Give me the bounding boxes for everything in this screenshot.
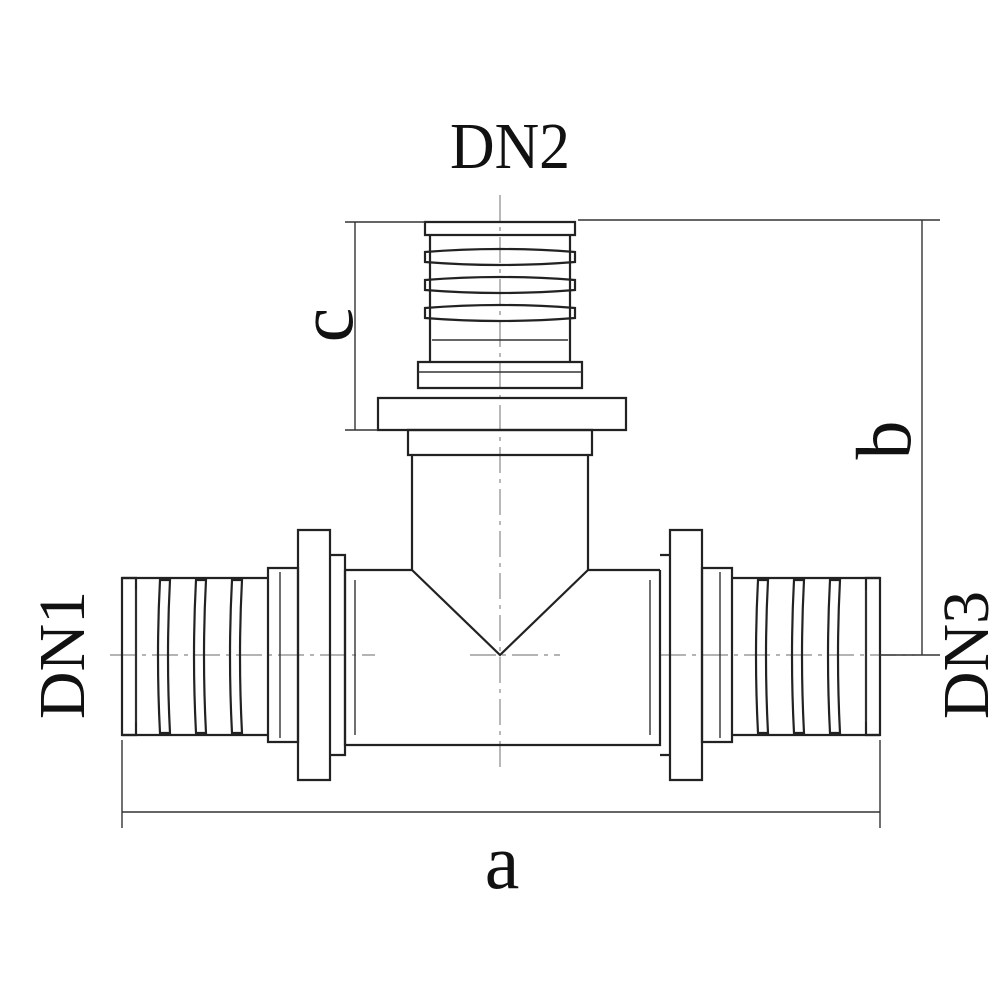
dimension-c [345,221,425,431]
right-branch-dn3 [660,528,882,782]
label-a: a [485,818,520,905]
left-branch-dn1 [120,528,347,782]
label-dn1: DN1 [26,591,99,719]
dimension-a [121,740,881,828]
label-dn2: DN2 [450,110,570,183]
label-c: c [282,308,369,343]
top-branch-dn2 [376,220,628,657]
dimension-b [578,219,940,656]
tee-body [343,568,662,747]
label-dn3: DN3 [930,591,1000,719]
label-b: b [840,421,927,460]
